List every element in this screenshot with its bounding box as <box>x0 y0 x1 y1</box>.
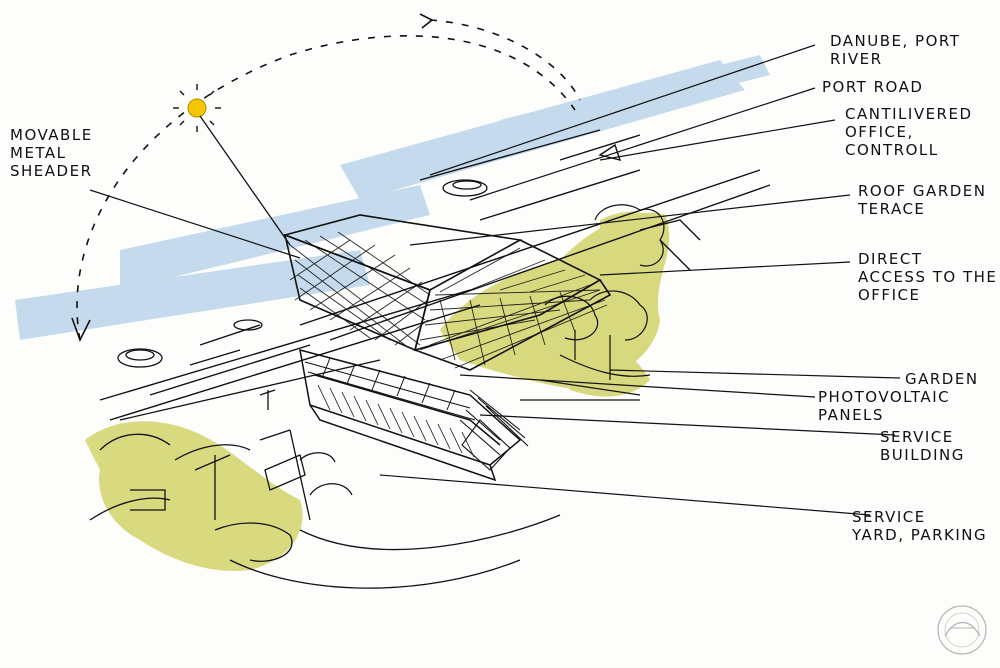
sun-path-arc <box>76 35 576 341</box>
label-direct-access: DIRECT ACCESS TO THE OFFICE <box>858 250 998 304</box>
stairs <box>459 389 529 471</box>
label-roof-garden: ROOF GARDEN TERACE <box>858 182 987 218</box>
vegetation-wash <box>85 211 670 571</box>
parking-yard <box>89 359 561 589</box>
label-movable-metal-shader: MOVABLE METAL SHEADER <box>10 126 93 180</box>
road-lines <box>99 129 771 421</box>
garden-trees <box>520 204 665 401</box>
sun-path-arc-right <box>429 19 581 101</box>
label-danube-port-river: DANUBE, PORT RIVER <box>830 32 961 68</box>
service-building-hatching <box>317 384 475 458</box>
label-photovoltaic-panels: PHOTOVOLTAIC PANELS <box>818 388 951 424</box>
arc-arrow-icon <box>419 13 434 29</box>
label-cantilevered-office: CANTILIVERED OFFICE, CONTROLL <box>845 105 973 159</box>
label-service-yard-parking: SERVICE YARD, PARKING <box>852 508 988 544</box>
boats <box>117 179 488 368</box>
sun-arrow-icon <box>71 317 91 343</box>
photovoltaic-panels <box>304 357 476 421</box>
watermark-logo <box>937 605 987 655</box>
service-building <box>299 348 522 482</box>
leader-lines <box>89 44 901 516</box>
sun-ray <box>199 115 291 246</box>
sun-icon <box>173 84 221 132</box>
river-wash <box>15 55 770 340</box>
label-service-building: SERVICE BUILDING <box>880 428 965 464</box>
label-garden: GARDEN <box>905 370 979 388</box>
label-port-road: PORT ROAD <box>822 78 924 96</box>
office-hatching <box>289 231 608 369</box>
